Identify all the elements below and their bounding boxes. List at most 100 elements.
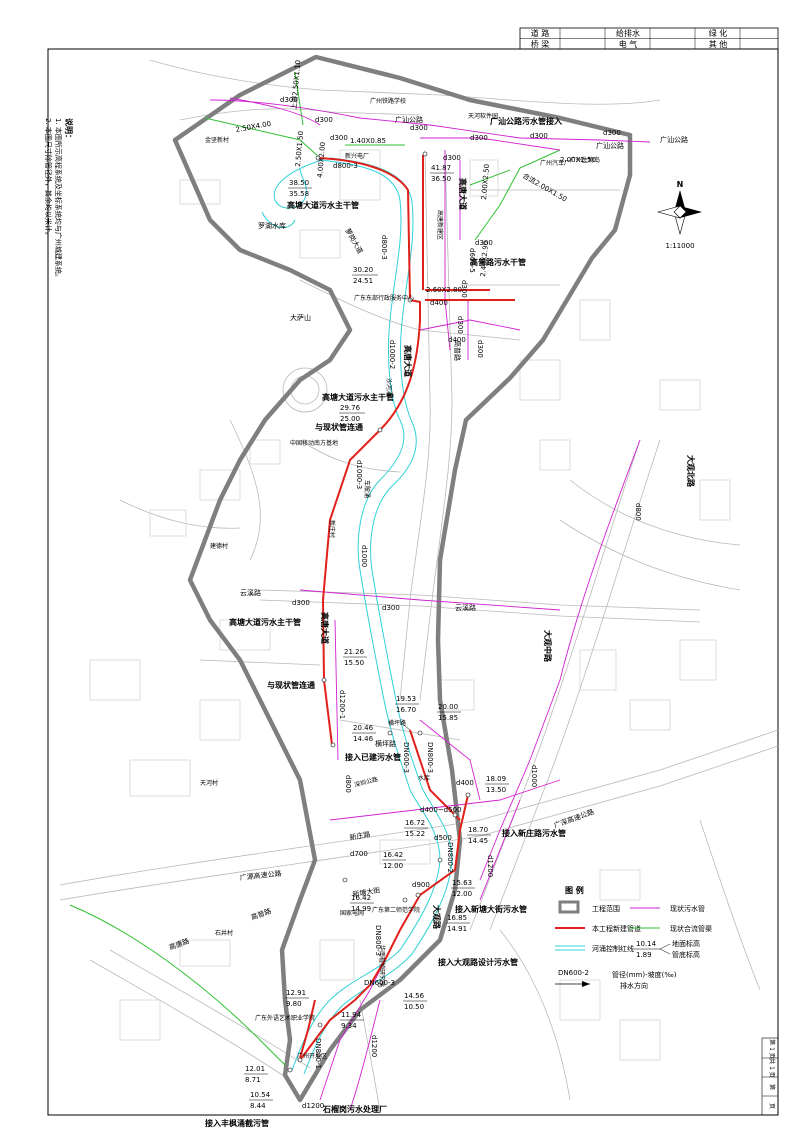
pipe-d300-f: d300 (530, 132, 548, 140)
svg-text:14.46: 14.46 (353, 735, 374, 743)
place-rail-school: 广州铁路学校 (370, 97, 406, 105)
pipe-d300-a: d300 (280, 96, 298, 104)
place-jinjun: 金坚新村 (205, 136, 229, 144)
pipe-d800: d800 (344, 775, 352, 793)
place-campus: 高唐新建区 (436, 210, 444, 240)
pipe-dn1200-1: d1200-1 (338, 690, 346, 719)
place-xinzhuang-v: 新庄村 (328, 520, 336, 538)
side-strip-frame (761, 1037, 779, 1116)
road-daguan-north: 大观北路 (686, 455, 696, 488)
svg-text:12.00: 12.00 (452, 890, 472, 898)
pipe-dn800-3b: d800-3 (380, 235, 388, 260)
svg-text:24.51: 24.51 (353, 277, 373, 285)
place-river: 车陂涌 (363, 480, 371, 498)
tb-other: 其 他 (709, 39, 728, 49)
road-gaotang: 高唐路 (168, 936, 191, 952)
pipe-d400-c: d400 (456, 779, 474, 787)
side-strip-2: 共 1 页 (768, 1058, 776, 1078)
pipe-d500: d500 (434, 834, 452, 842)
tb-green: 绿 化 (709, 28, 728, 38)
pipe-dn800-1: DN800-1 (314, 1038, 322, 1069)
pipe-d400-a: d400 (430, 299, 448, 307)
place-dasha: 大萨山 (290, 313, 311, 322)
svg-text:21.26: 21.26 (344, 648, 365, 656)
pipe-dn800-3d: DN800-3 (374, 925, 382, 956)
road-gaopu-v: 高普路 (453, 340, 462, 361)
svg-text:19.53: 19.53 (396, 695, 416, 703)
place-water: 水库 (418, 774, 430, 782)
pipe-box3: 2.50X1.50 (294, 131, 305, 168)
pipe-dn600-3b: DN600-3 (364, 979, 395, 987)
elev-19: 12.018.71 (244, 1065, 268, 1084)
svg-text:15.63: 15.63 (452, 879, 472, 887)
north-arrow: N 1:11000 (656, 180, 702, 250)
place-tech-park: 天河软件园 (468, 112, 498, 120)
map-scale: 1:11000 (665, 242, 694, 250)
svg-text:11.94: 11.94 (341, 1011, 362, 1019)
svg-text:30.20: 30.20 (353, 266, 373, 274)
side-strip-3: 第 (768, 1084, 776, 1090)
legend-label-elev-bottom: 管底标高 (672, 950, 700, 959)
pipe-d300-l: d300 (460, 280, 468, 298)
pipe-d700: d700 (350, 850, 368, 858)
elev-13: 15.63 12.00 (451, 879, 475, 898)
pipe-dn600-5: d600-5 (468, 248, 476, 273)
callout-hengli: 横坪路 (388, 719, 406, 727)
svg-text:25.00: 25.00 (340, 415, 360, 423)
pipe-d300-i: d300 (475, 239, 493, 247)
pipe-d1200-c: d1200 (302, 1102, 324, 1110)
svg-text:14.45: 14.45 (468, 837, 488, 845)
pipe-box7: 2.40X2.90 (479, 241, 490, 278)
road-hengli: 横坪路 (375, 739, 396, 748)
svg-text:36.50: 36.50 (431, 175, 451, 183)
callout-trunk-3: 高塘大道污水主干管 (229, 617, 301, 627)
road-guangshan: 广汕公路 (596, 141, 624, 150)
road-gaopu: 高普路 (250, 906, 273, 922)
pipe-d300-b: d300 (315, 116, 333, 124)
callout-trunk-1: 高塘大道污水主干管 (287, 200, 359, 210)
legend-label-range: 工程范围 (592, 904, 620, 913)
pipe-d300-n: d300 (382, 604, 400, 612)
pipe-dn800-2: DN800-2 (446, 842, 454, 873)
pipe-d900: d900 (412, 881, 430, 889)
place-grid: 国家电网 (340, 909, 364, 917)
pipe-box2: 1.40X0.85 (350, 137, 386, 145)
callout-daguan-join: 接入大观路设计污水管 (438, 957, 518, 967)
road-daguan-mid: 大观中路 (543, 630, 553, 663)
callout-plant: 石榴岗污水处理厂 (322, 1104, 387, 1114)
place-shahe: 沙河涌 (385, 378, 393, 396)
callout-xinzhuang-join: 接入新庄路污水管 (502, 828, 566, 838)
base-map (59, 59, 779, 1111)
legend-label-pipe: 管径(mm)-坡度(‰) (612, 970, 677, 979)
manholes (287, 151, 471, 1073)
elev-20: 10.54 8.44 (249, 1091, 273, 1110)
title-block: 道 路 给排水 绿 化 桥 梁 电 气 其 他 (519, 27, 779, 50)
svg-text:10.54: 10.54 (250, 1091, 271, 1099)
pipe-labels: d300 d300 d300 d300 d300 d300 d300 d300 … (235, 60, 642, 1110)
legend-label-flow: 排水方向 (620, 981, 648, 990)
place-auto: 广州汽车厂 (540, 159, 570, 167)
svg-text:13.50: 13.50 (486, 786, 506, 794)
notes-heading: 说明： (64, 118, 74, 142)
svg-text:35.58: 35.58 (289, 190, 309, 198)
place-sewer-plant: 石井村 (215, 929, 233, 937)
legend-label-river: 河涌控制红线 (592, 944, 634, 953)
place-jiande: 建德村 (210, 542, 228, 550)
place-luoshan-res: 罗湖水库 (258, 221, 286, 230)
legend-swatch-range (558, 900, 580, 914)
svg-text:8.44: 8.44 (250, 1102, 266, 1110)
road-guangshen: 广深高速公路 (553, 807, 596, 830)
callout-connect-2: 与现状管连通 (267, 680, 315, 690)
road-xinzhuang: 新庄路 (349, 829, 371, 842)
legend-sample-top: 10.14 (636, 940, 657, 948)
road-daguan: 大观路 (432, 905, 442, 930)
pipe-d300-g: d300 (603, 129, 621, 137)
pipe-d300-c: d300 (330, 134, 348, 142)
place-labels: 广州铁路学校 金坚新村 天河软件园 新兴电厂 高唐新建区 广州生物岛 中国移动南… (205, 97, 600, 1060)
svg-text:16.42: 16.42 (351, 894, 371, 902)
